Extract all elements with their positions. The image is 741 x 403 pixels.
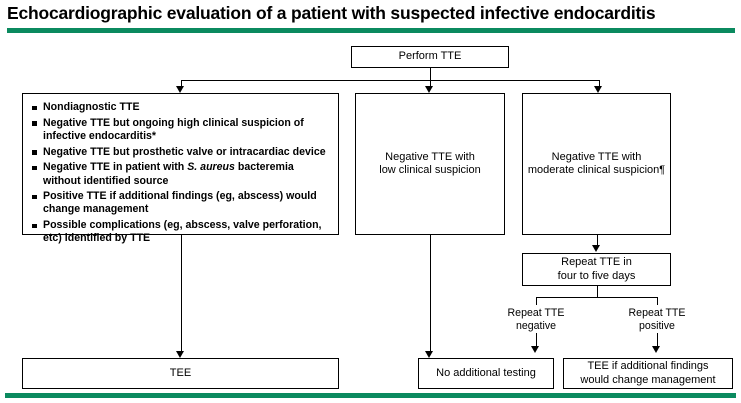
connector-perform-tte-stem	[429, 68, 431, 80]
node-negative-low-suspicion[interactable]: Negative TTE with low clinical suspicion	[355, 93, 505, 235]
node-tee[interactable]: TEE	[22, 358, 339, 389]
title-rule-green	[7, 28, 735, 33]
connector-middle-to-no-testing	[429, 235, 431, 353]
arrow-to-tee	[176, 351, 184, 358]
connector-distribution-bar	[181, 79, 599, 81]
criteria-list: Nondiagnostic TTE Negative TTE but ongoi…	[31, 101, 330, 246]
node-repeat-tte[interactable]: Repeat TTE in four to five days	[522, 253, 671, 286]
footer-rule-green	[5, 393, 736, 398]
list-item: Possible complications (eg, abscess, val…	[31, 219, 330, 245]
connector-drop-left	[180, 80, 182, 88]
arrow-to-repeat-tte	[592, 245, 600, 252]
connector-left-to-tee	[180, 235, 182, 353]
node-negative-moderate-suspicion[interactable]: Negative TTE with moderate clinical susp…	[522, 93, 671, 235]
connector-drop-middle	[429, 80, 431, 88]
list-item: Negative TTE but prosthetic valve or int…	[31, 146, 330, 159]
node-repeat-tte-label: Repeat TTE in four to five days	[557, 256, 636, 282]
list-item: Positive TTE if additional findings (eg,…	[31, 190, 330, 216]
node-left-criteria[interactable]: Nondiagnostic TTE Negative TTE but ongoi…	[22, 93, 339, 244]
connector-repeat-stem	[596, 286, 598, 297]
connector-repeat-positive-drop	[656, 297, 658, 305]
page-title: Echocardiographic evaluation of a patien…	[7, 3, 656, 23]
node-no-additional-testing[interactable]: No additional testing	[418, 358, 554, 389]
arrow-to-no-additional-testing-right	[531, 346, 539, 353]
node-tee-if-additional-findings[interactable]: TEE if additional findings would change …	[563, 358, 733, 389]
arrow-to-negative-moderate	[594, 86, 602, 93]
arrow-to-negative-low	[425, 86, 433, 93]
node-tee-label: TEE	[169, 366, 192, 379]
connector-repeat-negative-drop	[535, 297, 537, 305]
connector-positive-to-tee-if	[656, 333, 658, 347]
label-repeat-tte-positive: Repeat TTE positive	[628, 307, 686, 332]
connector-moderate-to-repeat	[596, 235, 598, 247]
node-negative-low-suspicion-label: Negative TTE with low clinical suspicion	[379, 150, 481, 177]
node-perform-tte-label: Perform TTE	[398, 50, 462, 63]
connector-drop-right	[598, 80, 600, 88]
node-perform-tte[interactable]: Perform TTE	[351, 46, 509, 68]
arrow-to-tee-if-additional	[652, 346, 660, 353]
list-item: Negative TTE in patient with S. aureus b…	[31, 161, 330, 187]
connector-repeat-split-bar	[536, 296, 657, 298]
label-repeat-tte-negative: Repeat TTE negative	[507, 307, 565, 332]
node-no-additional-testing-label: No additional testing	[436, 366, 536, 379]
arrow-to-no-additional-testing-middle	[425, 351, 433, 358]
node-tee-if-additional-findings-label: TEE if additional findings would change …	[580, 360, 716, 386]
list-item: Negative TTE but ongoing high clinical s…	[31, 117, 330, 143]
connector-negative-to-no-testing	[535, 333, 537, 347]
list-item: Nondiagnostic TTE	[31, 101, 330, 114]
arrow-to-left-criteria	[176, 86, 184, 93]
node-negative-moderate-suspicion-label: Negative TTE with moderate clinical susp…	[527, 150, 666, 177]
